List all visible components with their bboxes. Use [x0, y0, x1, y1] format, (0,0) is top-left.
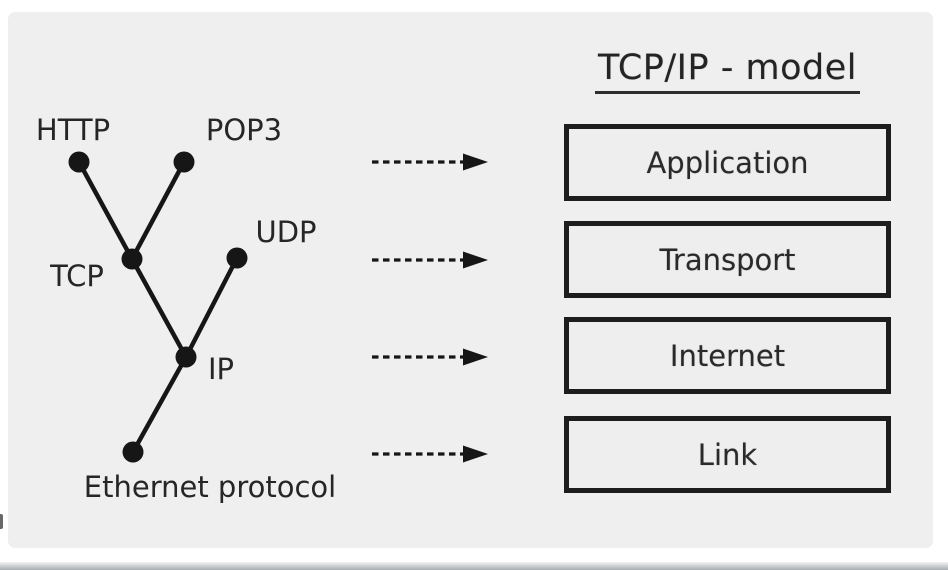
layer-label-application: Application: [646, 145, 809, 180]
layer-box-link: Link: [564, 416, 891, 493]
tree-edge-pop3-tcp: [129, 159, 187, 262]
tree-node-dot-ip: [175, 346, 197, 368]
layer-label-link: Link: [697, 437, 758, 472]
bottom-divider-bar: [0, 562, 948, 570]
tree-node-label-udp: UDP: [255, 215, 316, 249]
tree-node-dot-tcp: [121, 248, 143, 270]
tree-node-label-tcp: TCP: [49, 259, 104, 293]
tree-node-label-http: HTTP: [36, 113, 110, 147]
tree-edge-http-tcp: [76, 159, 135, 262]
layer-box-internet: Internet: [564, 317, 891, 394]
tree-node-dot-pop3: [173, 151, 195, 173]
tree-node-label-ip: IP: [208, 352, 234, 386]
tree-node-dot-udp: [226, 247, 248, 269]
tree-edge-ip-ethernet: [130, 354, 189, 455]
layer-label-transport: Transport: [659, 242, 796, 277]
tree-edge-udp-ip: [183, 255, 240, 360]
layer-label-internet: Internet: [669, 338, 786, 373]
tree-edge-tcp-ip: [129, 256, 189, 360]
left-edge-artifact: [0, 514, 3, 529]
tree-node-label-ethernet: Ethernet protocol: [84, 470, 336, 504]
tree-node-dot-http: [68, 151, 90, 173]
model-title-wrap: TCP/IP - model: [564, 48, 891, 94]
tree-node-dot-ethernet: [122, 441, 144, 463]
layer-box-application: Application: [564, 124, 891, 201]
tree-node-label-pop3: POP3: [206, 113, 282, 147]
layer-box-transport: Transport: [564, 221, 891, 298]
flow-arrow-head-0: [463, 153, 488, 171]
flow-arrow-head-2: [463, 348, 488, 366]
model-title: TCP/IP - model: [595, 48, 860, 94]
flow-arrow-head-1: [463, 251, 488, 269]
flow-arrow-head-3: [463, 445, 488, 463]
